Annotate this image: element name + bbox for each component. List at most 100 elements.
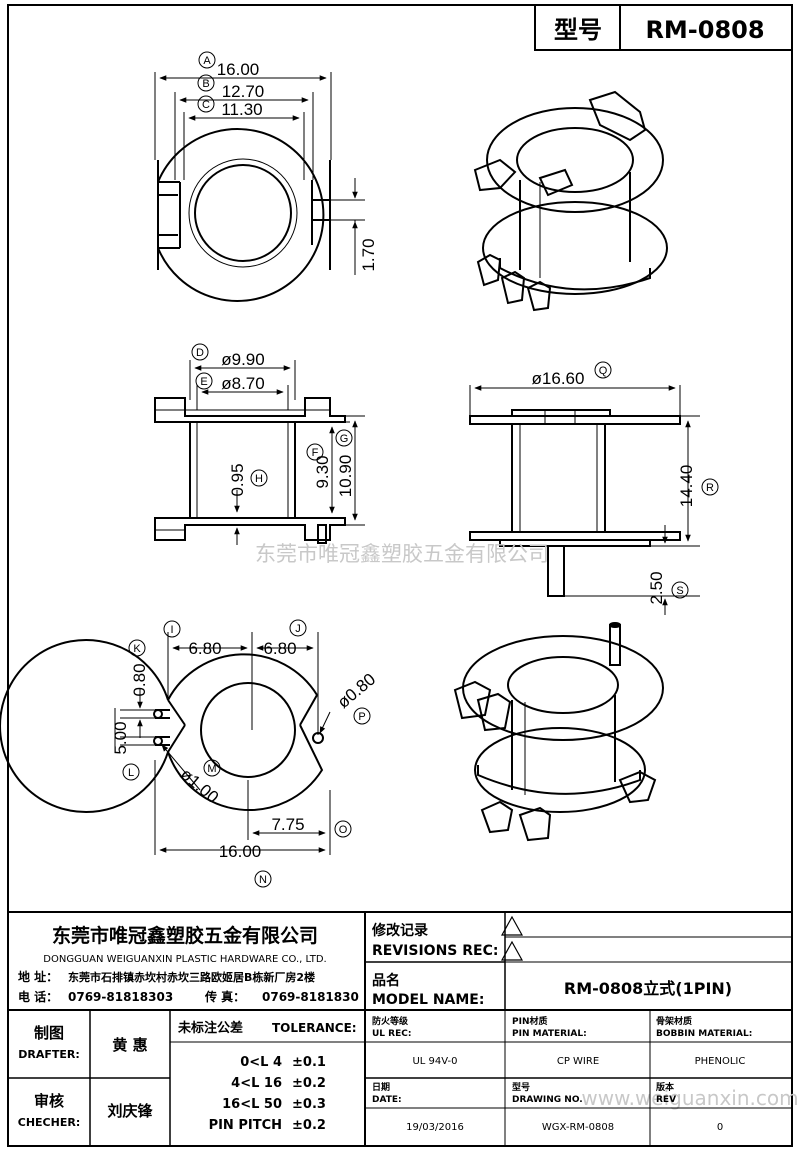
top-view (157, 128, 331, 302)
ul-en: UL REC: (372, 1029, 411, 1039)
front-view-dims (189, 360, 365, 545)
checker-cn: 审核 (34, 1092, 64, 1110)
tolerance-range-2: 4<L 16 (231, 1076, 282, 1091)
tolerance-value-3: ±0.3 (292, 1097, 326, 1112)
pin-material-cn: PIN材质 (512, 1015, 547, 1027)
tolerance-range-4: PIN PITCH (209, 1118, 282, 1133)
bottom-view-dims (114, 632, 331, 855)
company-name-cn: 东莞市唯冠鑫塑胶五金有限公司 (52, 924, 318, 947)
dim-value-b: 12.70 (222, 82, 265, 101)
rev-cn: 版本 (655, 1081, 675, 1093)
dim-value-d: ø9.90 (221, 350, 264, 369)
rev-en: REV (656, 1095, 676, 1105)
tolerance-value-2: ±0.2 (292, 1076, 326, 1091)
dim-value-r: 14.40 (677, 465, 696, 508)
dim-letter-k: K (133, 643, 141, 655)
isometric-view-bottom (453, 622, 664, 842)
dim-letter-q: Q (599, 365, 608, 377)
dim-value-j: 6.80 (263, 639, 296, 658)
ul-cn: 防火等级 (372, 1015, 409, 1027)
dim-value-a: 16.00 (217, 60, 260, 79)
pin-material-en: PIN MATERIAL: (512, 1029, 587, 1039)
bottom-view (0, 639, 324, 813)
header-model-value: RM-0808 (645, 16, 764, 44)
side-view-dims (469, 385, 700, 615)
isometric-view-top (473, 90, 668, 312)
header-model-label: 型号 (554, 16, 602, 44)
dim-letter-m: M (207, 763, 216, 775)
header-box (534, 4, 793, 51)
pin-material-value: CP WIRE (557, 1056, 599, 1067)
fax-value: 0769-8181830 (262, 990, 359, 1004)
tolerance-value-1: ±0.1 (292, 1055, 326, 1070)
dim-letter-l: L (128, 767, 134, 779)
dim-letter-r: R (706, 482, 714, 494)
phone-label: 电 话： (18, 989, 58, 1004)
rev-value: 0 (717, 1122, 723, 1133)
dim-letter-c: C (202, 99, 210, 111)
tolerance-title-en: TOLERANCE: (272, 1021, 357, 1035)
drafter-name: 黄 惠 (112, 1036, 147, 1054)
bobbin-material-en: BOBBIN MATERIAL: (656, 1029, 752, 1039)
bobbin-material-value: PHENOLIC (695, 1056, 746, 1067)
dim-value-p: ø0.80 (334, 670, 380, 713)
dim-letter-h: H (255, 473, 263, 485)
watermark-url: www.weiguanxin.com (581, 1086, 798, 1110)
outer-border (7, 4, 793, 1147)
dim-value-f: 9.30 (313, 455, 332, 488)
dim-letter-a: A (203, 55, 211, 67)
model-name-value: RM-0808立式(1PIN) (564, 979, 732, 998)
checker-name: 刘庆锋 (107, 1102, 153, 1120)
dim-value-c: 11.30 (221, 100, 262, 119)
revisions-cn: 修改记录 (371, 922, 428, 939)
phone-value: 0769-81818303 (68, 990, 173, 1004)
dim-value-q: ø16.60 (532, 369, 585, 388)
front-view (154, 397, 346, 544)
dim-value-g: 10.90 (336, 455, 355, 498)
tolerance-value-4: ±0.2 (292, 1118, 326, 1133)
drafter-cn: 制图 (34, 1024, 64, 1042)
drawing-no-en: DRAWING NO. (512, 1095, 583, 1105)
dim-value-s: 2.50 (647, 571, 666, 604)
date-en: DATE: (372, 1095, 402, 1105)
dim-letter-e: E (200, 376, 207, 388)
dim-value-k: 0.80 (130, 663, 149, 696)
date-cn: 日期 (372, 1081, 390, 1093)
tolerance-title-cn: 未标注公差 (177, 1020, 243, 1036)
tolerance-range-3: 16<L 50 (222, 1097, 282, 1112)
dim-value-top-gap: 1.70 (359, 238, 378, 271)
dim-letter-b: B (202, 78, 209, 90)
dim-letter-d: D (196, 347, 204, 359)
dim-value-o: 7.75 (271, 815, 304, 834)
model-name-en: MODEL NAME: (372, 992, 484, 1008)
side-view (469, 409, 681, 597)
dim-value-i: 6.80 (188, 639, 221, 658)
drafter-en: DRAFTER: (18, 1048, 80, 1061)
dim-letter-g: G (340, 433, 349, 445)
model-name-cn: 品名 (372, 972, 400, 989)
dim-letter-f: F (312, 447, 319, 459)
dim-letter-s: S (676, 585, 683, 597)
dim-letter-n: N (259, 874, 267, 886)
dim-value-l: 5.00 (111, 721, 130, 754)
watermark-center: 东莞市唯冠鑫塑胶五金有限公司 (255, 542, 549, 566)
dim-letter-o: O (339, 824, 348, 836)
dim-value-n: 16.00 (219, 842, 262, 861)
dim-value-h: 0.95 (228, 463, 247, 496)
ul-value: UL 94V-0 (412, 1056, 457, 1067)
address-value: 东莞市石排镇赤坎村赤坎三路欧姬居B栋新厂房2楼 (68, 970, 315, 984)
dim-letter-p: P (358, 711, 365, 723)
dim-value-e: ø8.70 (221, 374, 264, 393)
dim-letter-j: J (295, 623, 301, 635)
date-value: 19/03/2016 (406, 1122, 464, 1133)
company-name-en: DONGGUAN WEIGUANXIN PLASTIC HARDWARE CO.… (43, 954, 326, 965)
tolerance-range-1: 0<L 4 (240, 1055, 282, 1070)
bobbin-material-cn: 骨架材质 (656, 1015, 692, 1027)
drawing-no-cn: 型号 (512, 1081, 530, 1093)
dim-letter-i: I (170, 624, 173, 636)
title-block-grid (8, 911, 792, 1146)
revisions-en: REVISIONS REC: (372, 943, 498, 959)
address-label: 地 址： (18, 969, 58, 984)
fax-label: 传 真： (204, 989, 245, 1004)
